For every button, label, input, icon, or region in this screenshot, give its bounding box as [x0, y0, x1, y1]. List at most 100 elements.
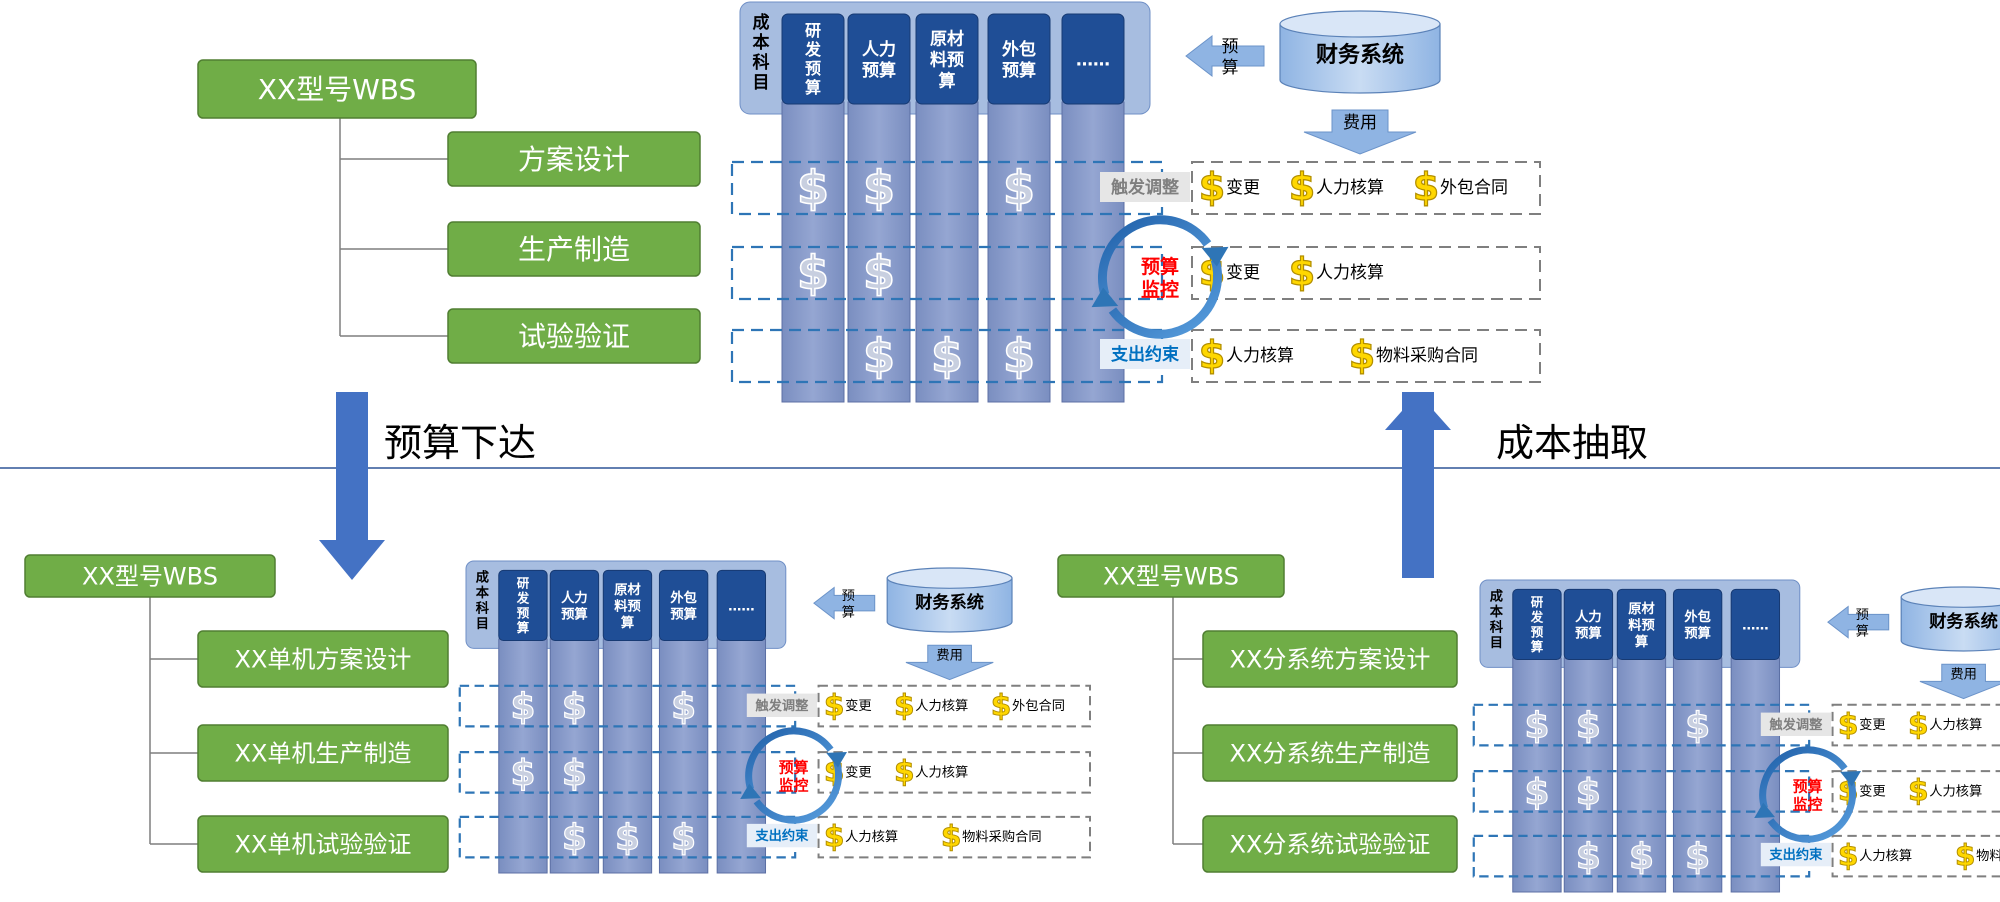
expense-row-frame [1191, 161, 1541, 215]
budget-down-label: 预算下达 [384, 421, 536, 465]
cell-dollar-icon: $ [615, 818, 640, 859]
budget-row-frame [458, 750, 797, 794]
wbs-child-node [197, 815, 449, 873]
budget-column-label: 人力 [561, 589, 588, 606]
cell-dollar-icon: $ [1524, 772, 1549, 813]
expense-item-label: 人力核算 [915, 764, 968, 780]
budget-arrow-label: 算 [1856, 623, 1869, 639]
cycle-arrowhead-icon [740, 783, 762, 800]
cost-panel-bottom-right: 成本科目研发预算人力预算原材料预算外包预算……财务系统预算费用$$$$变更$人力… [1472, 579, 2000, 893]
budget-column-header [716, 569, 767, 642]
budget-column-label: …… [728, 599, 755, 614]
expense-item-label: 人力核算 [845, 829, 898, 845]
expense-item-label: 人力核算 [1316, 178, 1384, 198]
budget-column-label: 算 [621, 614, 634, 631]
expense-dollar-icon: $ [1289, 165, 1315, 209]
budget-monitor-label: 预算 [1141, 255, 1179, 278]
budget-column-label: 预 [1531, 624, 1544, 639]
wbs-child-label: XX分系统生产制造 [1230, 740, 1431, 768]
expense-arrow-label: 费用 [1343, 113, 1377, 133]
finance-system-label: 财务系统 [1316, 42, 1404, 68]
expense-item-label: 人力核算 [1929, 783, 1982, 799]
expense-item-label: 外包合同 [1012, 698, 1065, 714]
spend-constraint-label: 支出约束 [1111, 344, 1179, 365]
cell-dollar-icon: $ [510, 753, 535, 794]
trigger-label-bg [1100, 172, 1190, 202]
cycle-arrow-icon [1767, 779, 1856, 843]
cell-dollar-icon: $ [863, 246, 895, 300]
budget-arrow-label: 算 [842, 604, 855, 620]
finance-system-label: 财务系统 [915, 592, 984, 613]
wbs-child-node [1202, 630, 1458, 688]
constraint-label-bg [746, 823, 817, 848]
wbs-root-node [197, 59, 477, 119]
wbs-child-node [447, 221, 701, 277]
expense-dollar-icon: $ [894, 687, 915, 722]
budget-column-label: 预 [805, 59, 821, 78]
expense-item-label: 变更 [1226, 178, 1260, 198]
expense-item-label: 人力核算 [1316, 263, 1384, 283]
finance-system-label: 财务系统 [1929, 611, 1998, 632]
cell-dollar-icon: $ [1576, 837, 1601, 878]
budget-column-header [1730, 588, 1781, 661]
budget-monitor-label: 监控 [1141, 278, 1179, 301]
cell-dollar-icon: $ [1685, 706, 1710, 747]
budget-column-label: 研 [517, 576, 530, 591]
budget-column-label: 外包 [1002, 39, 1036, 60]
budget-column-label: 预 [517, 605, 530, 620]
cost-subject-label-char: 本 [476, 584, 490, 601]
wbs-child-label: 生产制造 [518, 233, 630, 266]
budget-arrow-icon [813, 586, 876, 620]
cost-up-label: 成本抽取 [1496, 421, 1648, 465]
trigger-label-bg [746, 693, 817, 717]
expense-arrow-label: 费用 [1950, 666, 1977, 682]
budget-monitor-label: 预算 [779, 758, 809, 776]
expense-dollar-icon: $ [824, 687, 845, 722]
expense-dollar-icon: $ [1838, 837, 1859, 872]
budget-column [915, 101, 979, 403]
wbs-child-label: XX分系统试验验证 [1230, 831, 1431, 859]
expense-dollar-icon: $ [1199, 165, 1225, 209]
cost-subject-label-char: 目 [1490, 635, 1503, 651]
budget-column [658, 638, 709, 874]
expense-row-frame [1191, 329, 1541, 383]
database-icon [886, 577, 1013, 633]
trigger-adjust-label: 触发调整 [1769, 716, 1823, 733]
cell-dollar-icon: $ [1576, 706, 1601, 747]
cell-dollar-icon: $ [671, 818, 696, 859]
budget-column-label: 算 [1635, 633, 1648, 650]
cost-up-arrow [1385, 392, 1451, 578]
cell-dollar-icon: $ [562, 687, 587, 728]
budget-column-label: 原材 [614, 581, 641, 598]
budget-column-label: 人力 [862, 39, 896, 60]
expense-arrow-icon [1919, 663, 2000, 700]
budget-column-label: 算 [517, 620, 530, 635]
wbs-child-node [447, 308, 701, 364]
cycle-arrow-icon [1759, 746, 1848, 810]
expense-dollar-icon: $ [941, 818, 962, 853]
budget-column [498, 638, 548, 874]
budget-column-header [658, 569, 709, 642]
budget-column-header [781, 13, 845, 105]
budget-column-label: 发 [516, 590, 530, 605]
wbs-child-label: XX单机方案设计 [235, 646, 412, 674]
wbs-child-node [447, 131, 701, 187]
cycle-arrow-icon [1108, 258, 1222, 339]
budget-column [987, 101, 1051, 403]
expense-arrow-icon [1303, 109, 1417, 155]
budget-column [1672, 657, 1723, 893]
wbs-child-label: XX单机生产制造 [235, 740, 412, 768]
expense-dollar-icon: $ [991, 687, 1012, 722]
budget-column-label: 预算 [561, 606, 588, 623]
cell-dollar-icon: $ [931, 329, 963, 383]
cell-dollar-icon: $ [562, 818, 587, 859]
expense-dollar-icon: $ [1199, 333, 1225, 377]
budget-row-frame [1472, 769, 1811, 813]
cost-panel-bottom-left: 成本科目研发预算人力预算原材料预算外包预算……财务系统预算费用$$$$变更$人力… [458, 560, 1091, 874]
wbs-child-node [1202, 724, 1458, 782]
cell-dollar-icon: $ [1685, 837, 1710, 878]
budget-arrow-label: 预 [1222, 37, 1239, 57]
expense-dollar-icon: $ [1908, 773, 1929, 808]
budget-monitor-label: 预算 [1793, 777, 1823, 795]
expense-row-frame [1831, 703, 2000, 747]
